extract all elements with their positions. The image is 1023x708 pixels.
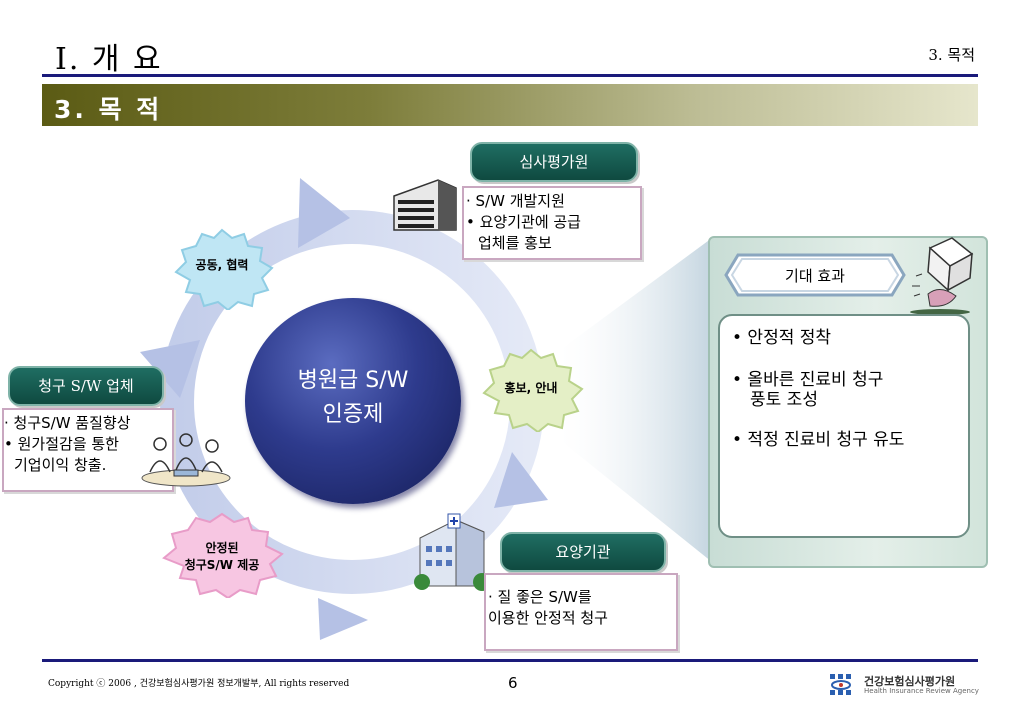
gear-promotion-icon: [482, 348, 584, 432]
effect-item-2: • 올바른 진료비 청구: [732, 370, 884, 390]
office-building-icon: [393, 179, 457, 231]
hira-bullet-2: • 요양기관에 공급: [466, 213, 581, 231]
page-title: Ⅰ. 개 요: [55, 42, 163, 77]
gear-stable-icon: [162, 512, 284, 598]
logo-english-name: Health Insurance Review Agency: [864, 687, 979, 695]
vendor-bullet-3: 기업이익 창출.: [14, 456, 107, 474]
gear-cooperation-label: 공동, 협력: [195, 258, 249, 272]
banner-title: 3. 목 적: [54, 95, 163, 124]
effects-title: 기대 효과: [785, 267, 845, 285]
gear-stable-label-2: 청구S/W 제공: [184, 558, 260, 572]
page-number: 6: [508, 674, 518, 692]
hira-logo-icon: [830, 674, 851, 695]
header-rule: [42, 74, 978, 77]
hospital-label: 요양기관: [500, 532, 666, 572]
effects-title-arrow: [724, 253, 906, 297]
effects-list-box: • 안정적 정착 • 올바른 진료비 청구 풍토 조성 • 적정 진료비 청구 …: [718, 314, 970, 538]
vendor-label: 청구 S/W 업체: [8, 366, 164, 406]
pushing-box-icon: [910, 237, 974, 315]
meeting-people-icon: [141, 433, 231, 487]
hira-bullet-1: · S/W 개발지원: [466, 192, 565, 210]
center-title-line1: 병원급 S/W: [297, 368, 409, 393]
hira-label: 심사평가원: [470, 142, 638, 182]
arrow-head-left: [140, 340, 200, 398]
hira-textbox: · S/W 개발지원 • 요양기관에 공급 업체를 홍보: [462, 186, 642, 260]
hospital-textbox: · 질 좋은 S/W를 이용한 안정적 청구: [484, 573, 678, 651]
center-circle: 병원급 S/W 인증제: [245, 298, 461, 504]
section-banner: 3. 목 적: [42, 84, 978, 126]
copyright-text: Copyright ⓒ 2006 , 건강보험심사평가원 정보개발부, All …: [48, 679, 350, 689]
gear-cooperation-icon: [174, 228, 274, 310]
effect-item-3: • 적정 진료비 청구 유도: [732, 430, 905, 450]
hospital-bullet-1: · 질 좋은 S/W를: [488, 588, 592, 606]
hira-bullet-3: 업체를 홍보: [478, 234, 552, 252]
vendor-bullet-1: · 청구S/W 품질향상: [4, 414, 131, 432]
gear-stable-label-1: 안정된: [205, 541, 239, 555]
hospital-bullet-2: 이용한 안정적 청구: [488, 609, 608, 627]
vendor-bullet-2: • 원가절감을 통한: [4, 435, 119, 453]
arrow-head-bottom: [318, 598, 368, 640]
effect-item-1: • 안정적 정착: [732, 328, 832, 348]
arrow-head-top: [298, 178, 350, 248]
footer-rule: [42, 659, 978, 662]
section-label: 3. 목적: [928, 46, 975, 64]
effect-item-2-cont: 풍토 조성: [750, 390, 818, 410]
logo-name: 건강보험심사평가원: [864, 675, 956, 688]
center-title-line2: 인증제: [322, 402, 384, 427]
callout-wedge: [560, 238, 712, 562]
arrow-head-right: [494, 452, 548, 508]
gear-promotion-label: 홍보, 안내: [504, 381, 558, 395]
